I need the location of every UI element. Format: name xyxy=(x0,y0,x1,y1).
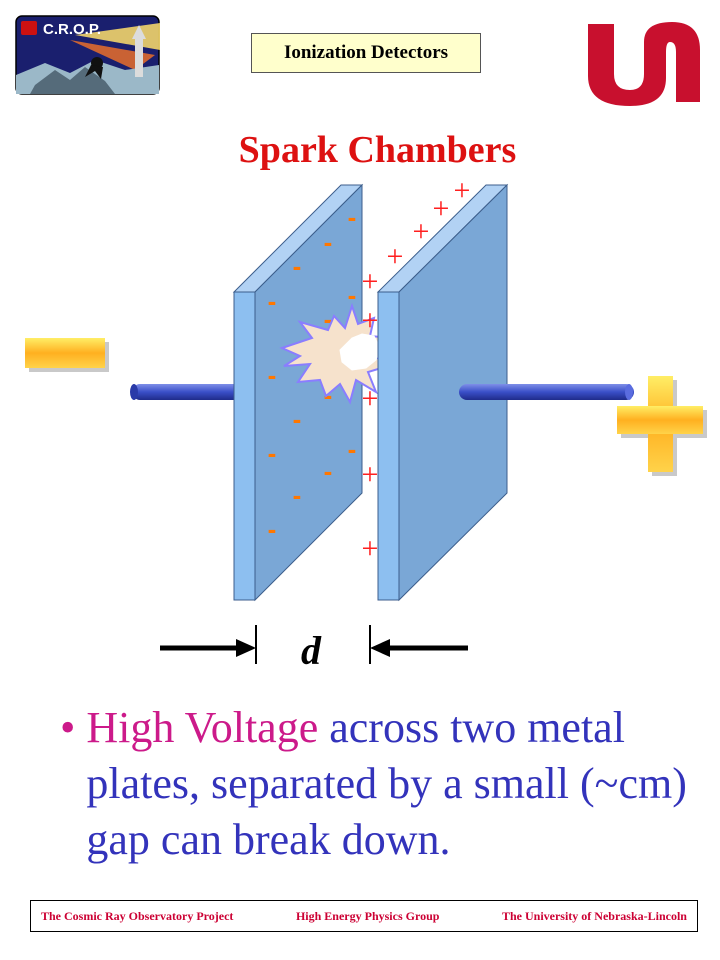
footer-bar: The Cosmic Ray Observatory Project High … xyxy=(30,900,698,932)
negative-charge-mark: - xyxy=(293,480,302,510)
negative-charge-mark: - xyxy=(348,202,357,232)
gap-label-d: d xyxy=(301,628,322,673)
spark-chamber-diagram: --------------- +++++++++ d xyxy=(25,174,707,673)
negative-charge-mark: - xyxy=(348,280,357,310)
unl-logo xyxy=(588,22,700,106)
left-electrode-rod xyxy=(130,384,242,400)
positive-charge-mark: + xyxy=(362,382,379,415)
footer-center: High Energy Physics Group xyxy=(295,908,440,923)
bullet-highlight: High Voltage xyxy=(86,703,319,752)
negative-charge-mark: - xyxy=(268,286,277,316)
bullet-point: • High Voltage across two metal plates, … xyxy=(60,700,700,868)
positive-charge-mark: + xyxy=(362,265,379,298)
crop-logo-text: C.R.O.P. xyxy=(43,21,101,38)
positive-charge-mark: + xyxy=(454,174,471,207)
gap-dimension: d xyxy=(160,625,468,673)
bullet-marker: • xyxy=(60,703,87,752)
footer-right: The University of Nebraska-Lincoln xyxy=(501,908,687,923)
right-plate xyxy=(376,183,509,602)
slide-title: Spark Chambers xyxy=(238,129,517,171)
crop-logo: C.R.O.P. xyxy=(15,15,160,95)
negative-charge-mark: - xyxy=(268,438,277,468)
negative-charge-mark: - xyxy=(268,514,277,544)
negative-charge-mark: - xyxy=(293,251,302,281)
negative-charge-mark: - xyxy=(293,404,302,434)
footer-left: The Cosmic Ray Observatory Project xyxy=(41,908,234,923)
negative-charge-mark: - xyxy=(348,434,357,464)
topic-header-text: Ionization Detectors xyxy=(283,42,449,63)
positive-charge-mark: + xyxy=(362,532,379,565)
positive-charge-mark: + xyxy=(433,192,450,225)
left-plate xyxy=(232,183,364,602)
negative-charge-mark: - xyxy=(268,360,277,390)
negative-terminal-symbol xyxy=(25,338,109,372)
positive-terminal-symbol xyxy=(617,376,707,476)
negative-charge-mark: - xyxy=(324,456,333,486)
positive-charge-mark: + xyxy=(362,304,379,337)
positive-charge-mark: + xyxy=(387,240,404,273)
bullet-text-block: High Voltage across two metal plates, se… xyxy=(86,700,700,868)
positive-charges: +++++++++ xyxy=(362,174,471,565)
topic-header: Ionization Detectors xyxy=(251,33,481,73)
negative-charge-mark: - xyxy=(324,304,333,334)
positive-charge-mark: + xyxy=(413,215,430,248)
bullet-body: across two metal plates, separated by a … xyxy=(86,703,687,864)
negative-charge-mark: - xyxy=(324,227,333,257)
crop-logo-badge: C.R.O.P. xyxy=(21,21,101,38)
positive-charge-mark: + xyxy=(362,458,379,491)
right-electrode-rod xyxy=(459,384,634,400)
